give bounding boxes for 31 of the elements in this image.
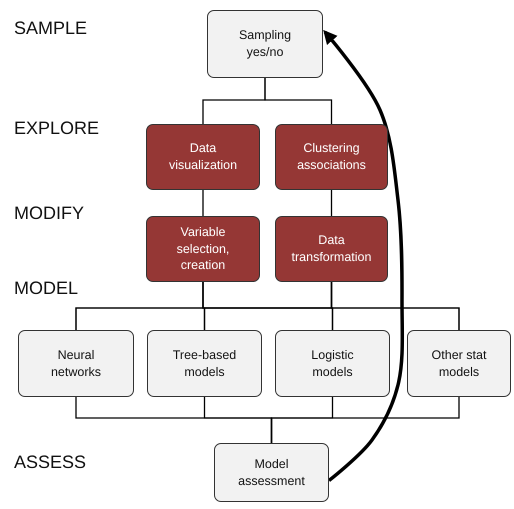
- return-arrow: [323, 30, 404, 482]
- process-box: [147, 330, 262, 397]
- stage-label: SAMPLE: [14, 18, 88, 39]
- box-text: Neural networks: [50, 346, 102, 380]
- connector-line: [264, 78, 332, 124]
- box-text: Variable selection, creation: [176, 224, 230, 274]
- box-text: Tree-based models: [172, 346, 238, 380]
- process-box: [407, 330, 511, 397]
- connector-line: [330, 190, 332, 216]
- step-box: [146, 216, 260, 282]
- box-text: Data transformation: [290, 232, 372, 266]
- step-box: [146, 124, 260, 190]
- process-box: [18, 330, 134, 397]
- connector-line: [270, 397, 460, 443]
- stage-label: EXPLORE: [14, 118, 100, 139]
- process-box: [207, 10, 323, 78]
- connector-line: [202, 190, 204, 216]
- stage-label: MODEL: [14, 278, 78, 299]
- box-text: Logistic models: [310, 346, 355, 380]
- box-text: Sampling yes/no: [238, 27, 292, 61]
- connector-line: [330, 282, 460, 330]
- step-box: [275, 216, 388, 282]
- stage-label: MODIFY: [14, 203, 84, 224]
- box-text: Model assessment: [237, 456, 306, 490]
- stage-label: ASSESS: [14, 452, 86, 473]
- box-text: Data visualization: [168, 140, 238, 174]
- step-box: [275, 124, 388, 190]
- box-text: Other stat models: [430, 346, 488, 380]
- process-box: [275, 330, 390, 397]
- process-box: [214, 443, 329, 502]
- box-text: Clustering associations: [296, 140, 367, 174]
